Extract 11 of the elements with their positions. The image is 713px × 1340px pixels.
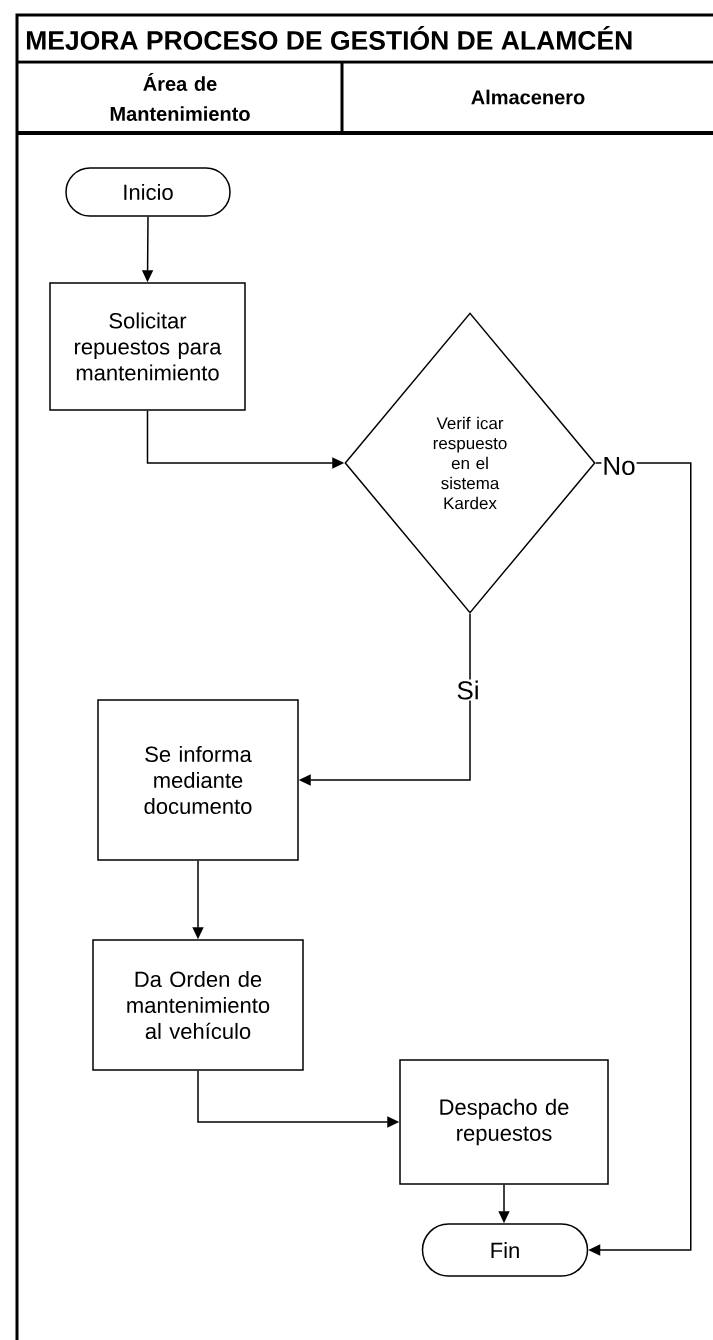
terminator: Fin [421, 1223, 589, 1277]
title: MEJORA PROCESO DE GESTIÓN DE ALAMCÉN [26, 26, 632, 50]
edge-label: No [604, 456, 635, 476]
process-box: Se informa mediante documento [97, 699, 299, 861]
lane-header: Almacenero [471, 89, 585, 105]
process-box: Solicitar repuestos para mantenimiento [49, 282, 246, 411]
process-box: Despacho de repuestos [399, 1059, 609, 1185]
edge-label: Si [457, 680, 478, 700]
terminator: Inicio [65, 167, 231, 217]
lane-header: Área de Mantenimiento [110, 73, 250, 121]
process-box: Da Orden de mantenimiento al vehículo [92, 939, 304, 1071]
